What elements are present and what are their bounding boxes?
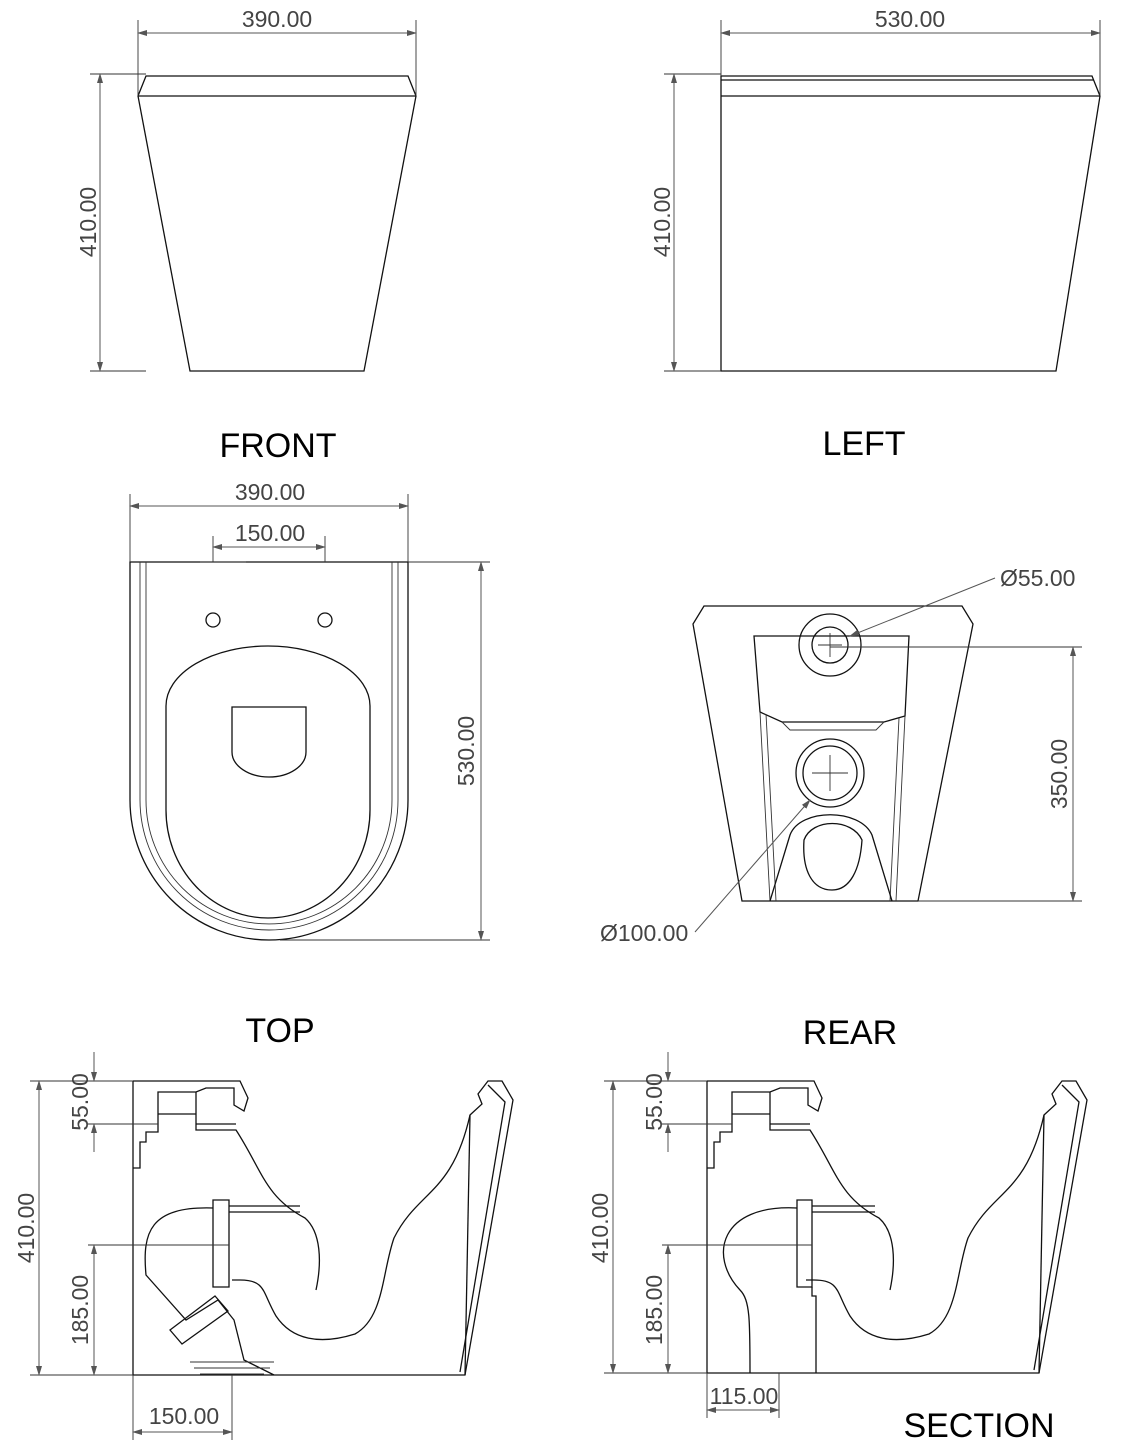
left-view-title: LEFT <box>822 425 905 463</box>
top-hole-spacing-dim: 150.00 <box>235 520 305 546</box>
rear-view-title: REAR <box>803 1014 897 1052</box>
section-a-outlet-offset-dim: 150.00 <box>149 1403 219 1429</box>
section-view-title: SECTION <box>903 1407 1054 1445</box>
front-height-dim: 410.00 <box>75 187 101 257</box>
front-view: 390.00 410.00 FRONT <box>75 6 417 465</box>
section-view-b: 55.00 410.00 185.00 115.00 SECTION <box>587 1052 1088 1445</box>
section-a-inlet-dim: 55.00 <box>67 1073 93 1131</box>
bowl-opening <box>231 706 307 778</box>
outlet-dia-dim: Ø100.00 <box>600 920 688 946</box>
outlet-dia-leader <box>694 799 811 933</box>
left-view: 530.00 410.00 LEFT <box>649 6 1101 463</box>
hinge-hole-right <box>317 612 333 628</box>
section-b-outlet-offset-dim: 115.00 <box>710 1383 779 1409</box>
section-b-outline <box>706 1080 1088 1374</box>
inlet-ring <box>798 613 862 677</box>
inlet-hole <box>811 626 849 664</box>
front-outline <box>137 75 417 372</box>
section-a-outline <box>132 1080 514 1376</box>
left-height-dim: 410.00 <box>649 187 675 257</box>
front-view-title: FRONT <box>219 427 336 465</box>
seat-outline <box>165 645 371 919</box>
outlet-ring <box>795 738 865 808</box>
inlet-dia-leader <box>849 577 996 637</box>
rear-inlet-height-dim: 350.00 <box>1046 739 1072 809</box>
section-view-a: 55.00 410.00 185.00 150.00 <box>13 1052 514 1440</box>
section-b-outlet-height-dim: 185.00 <box>641 1275 667 1345</box>
rear-outline <box>692 605 974 902</box>
top-view: 390.00 150.00 530.00 TOP <box>129 479 490 1050</box>
top-outer-outline <box>129 561 409 941</box>
section-b-inlet-dim: 55.00 <box>641 1073 667 1131</box>
section-a-outlet-height-dim: 185.00 <box>67 1275 93 1345</box>
outlet-hole <box>802 745 858 801</box>
left-outline <box>720 75 1101 372</box>
inlet-dia-dim: Ø55.00 <box>1000 565 1075 591</box>
top-depth-dim: 530.00 <box>453 716 479 786</box>
rear-view: Ø55.00 Ø100.00 350.00 REAR <box>600 565 1082 1052</box>
hinge-hole-left <box>205 612 221 628</box>
front-width-dim: 390.00 <box>242 6 312 32</box>
top-width-dim: 390.00 <box>235 479 305 505</box>
top-view-title: TOP <box>245 1012 314 1050</box>
section-a-height-dim: 410.00 <box>13 1193 39 1263</box>
section-b-height-dim: 410.00 <box>587 1193 613 1263</box>
left-width-dim: 530.00 <box>875 6 945 32</box>
